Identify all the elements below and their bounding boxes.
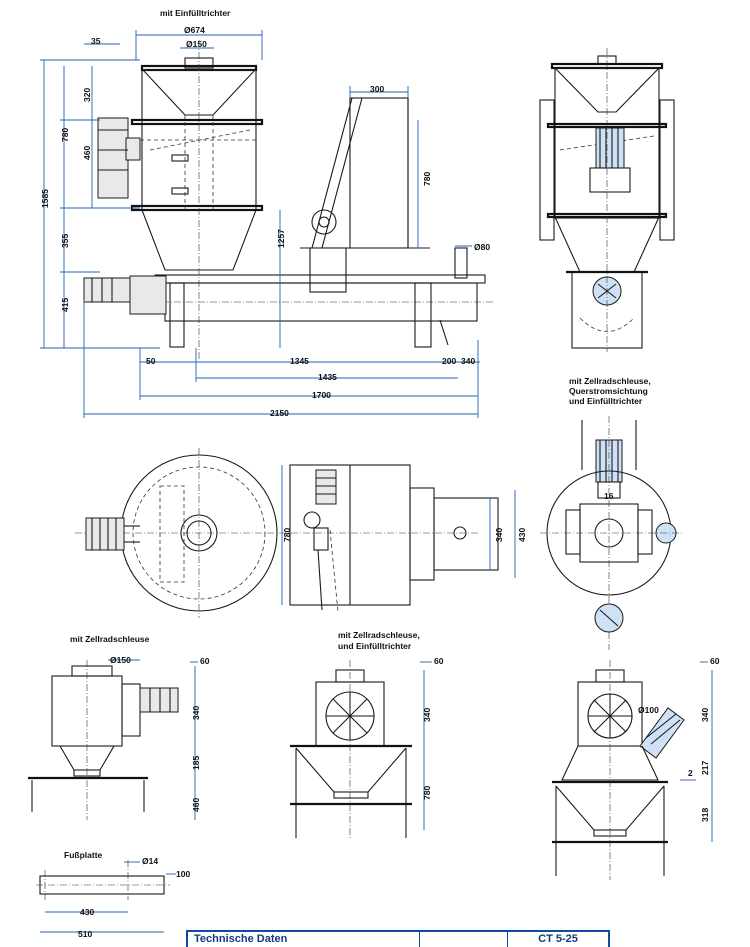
dim-d80: Ø80 (474, 242, 490, 252)
plan-view: 780 340 430 (75, 448, 527, 618)
dim-300: 300 (370, 84, 384, 94)
table-header-label: Technische Daten (188, 932, 420, 947)
caption-top-view: mit Einfülltrichter (160, 8, 231, 18)
dim-v3-2: 2 (688, 768, 693, 778)
dim-fp-510: 510 (78, 929, 92, 939)
dim-v3-340: 340 (700, 708, 710, 722)
bottom-view-3: 60 Ø100 340 217 2 318 (552, 656, 720, 880)
dim-460: 460 (82, 146, 92, 160)
dim-v2-60: 60 (434, 656, 444, 666)
dim-200: 200 (442, 356, 456, 366)
dim-780-conveyor: 780 (422, 172, 432, 186)
dim-415: 415 (60, 298, 70, 312)
dim-fp-d14: Ø14 (142, 856, 158, 866)
dim-2150: 2150 (270, 408, 289, 418)
dim-35: 35 (91, 36, 101, 46)
caption-small-view-2-line-1: mit Zellradschleuse, (338, 630, 420, 640)
caption-side-line-3: und Einfülltrichter (569, 396, 643, 406)
dim-v1-185: 185 (191, 756, 201, 770)
dim-1435: 1435 (318, 372, 337, 382)
caption-small-view-1: mit Zellradschleuse (70, 634, 150, 644)
dim-v1-460: 460 (191, 798, 201, 812)
dim-1345: 1345 (290, 356, 309, 366)
cross-flow-view: mit Zellradschleuse, Querstromsichtung u… (540, 376, 684, 650)
dim-plan-340: 340 (494, 528, 504, 542)
dim-fp-100: 100 (176, 869, 190, 879)
caption-side-line-2: Querstromsichtung (569, 386, 648, 396)
foot-plate: Fußplatte Ø14 100 430 510 (36, 850, 190, 939)
dim-v3-d100: Ø100 (638, 705, 659, 715)
table-header-blank (420, 932, 508, 947)
dim-v3-60: 60 (710, 656, 720, 666)
dim-v3-217: 217 (700, 761, 710, 775)
front-view: mit Einfülltrichter Ø674 Ø150 35 (40, 8, 495, 418)
side-view-right (539, 48, 675, 352)
dim-50: 50 (146, 356, 156, 366)
dim-355: 355 (60, 234, 70, 248)
dim-1700: 1700 (312, 390, 331, 400)
caption-foot-plate: Fußplatte (64, 850, 103, 860)
table-header-model: CT 5-25 (538, 933, 578, 945)
caption-small-view-2-line-2: und Einfülltrichter (338, 641, 412, 651)
dim-340: 340 (461, 356, 475, 366)
dim-16: 16 (604, 491, 614, 501)
caption-side-line-1: mit Zellradschleuse, (569, 376, 651, 386)
bottom-view-1: mit Zellradschleuse Ø150 60 340 185 460 (28, 634, 210, 820)
dim-v2-780: 780 (422, 786, 432, 800)
dim-fp-430: 430 (80, 907, 94, 917)
dim-d674: Ø674 (184, 25, 205, 35)
dim-plan-780: 780 (282, 528, 292, 542)
dim-v1-d150: Ø150 (110, 655, 131, 665)
dim-d150: Ø150 (186, 39, 207, 49)
dim-v1-340: 340 (191, 706, 201, 720)
dim-v3-318: 318 (700, 808, 710, 822)
dim-320: 320 (82, 88, 92, 102)
dim-1585: 1585 (40, 189, 50, 208)
technical-data-table: Technische Daten CT 5-25 (186, 930, 610, 947)
dim-1257: 1257 (276, 229, 286, 248)
dim-plan-430: 430 (517, 528, 527, 542)
dim-780: 780 (60, 128, 70, 142)
dim-v1-60: 60 (200, 656, 210, 666)
bottom-view-2: mit Zellradschleuse, und Einfülltrichter… (290, 630, 444, 840)
dim-v2-340: 340 (422, 708, 432, 722)
